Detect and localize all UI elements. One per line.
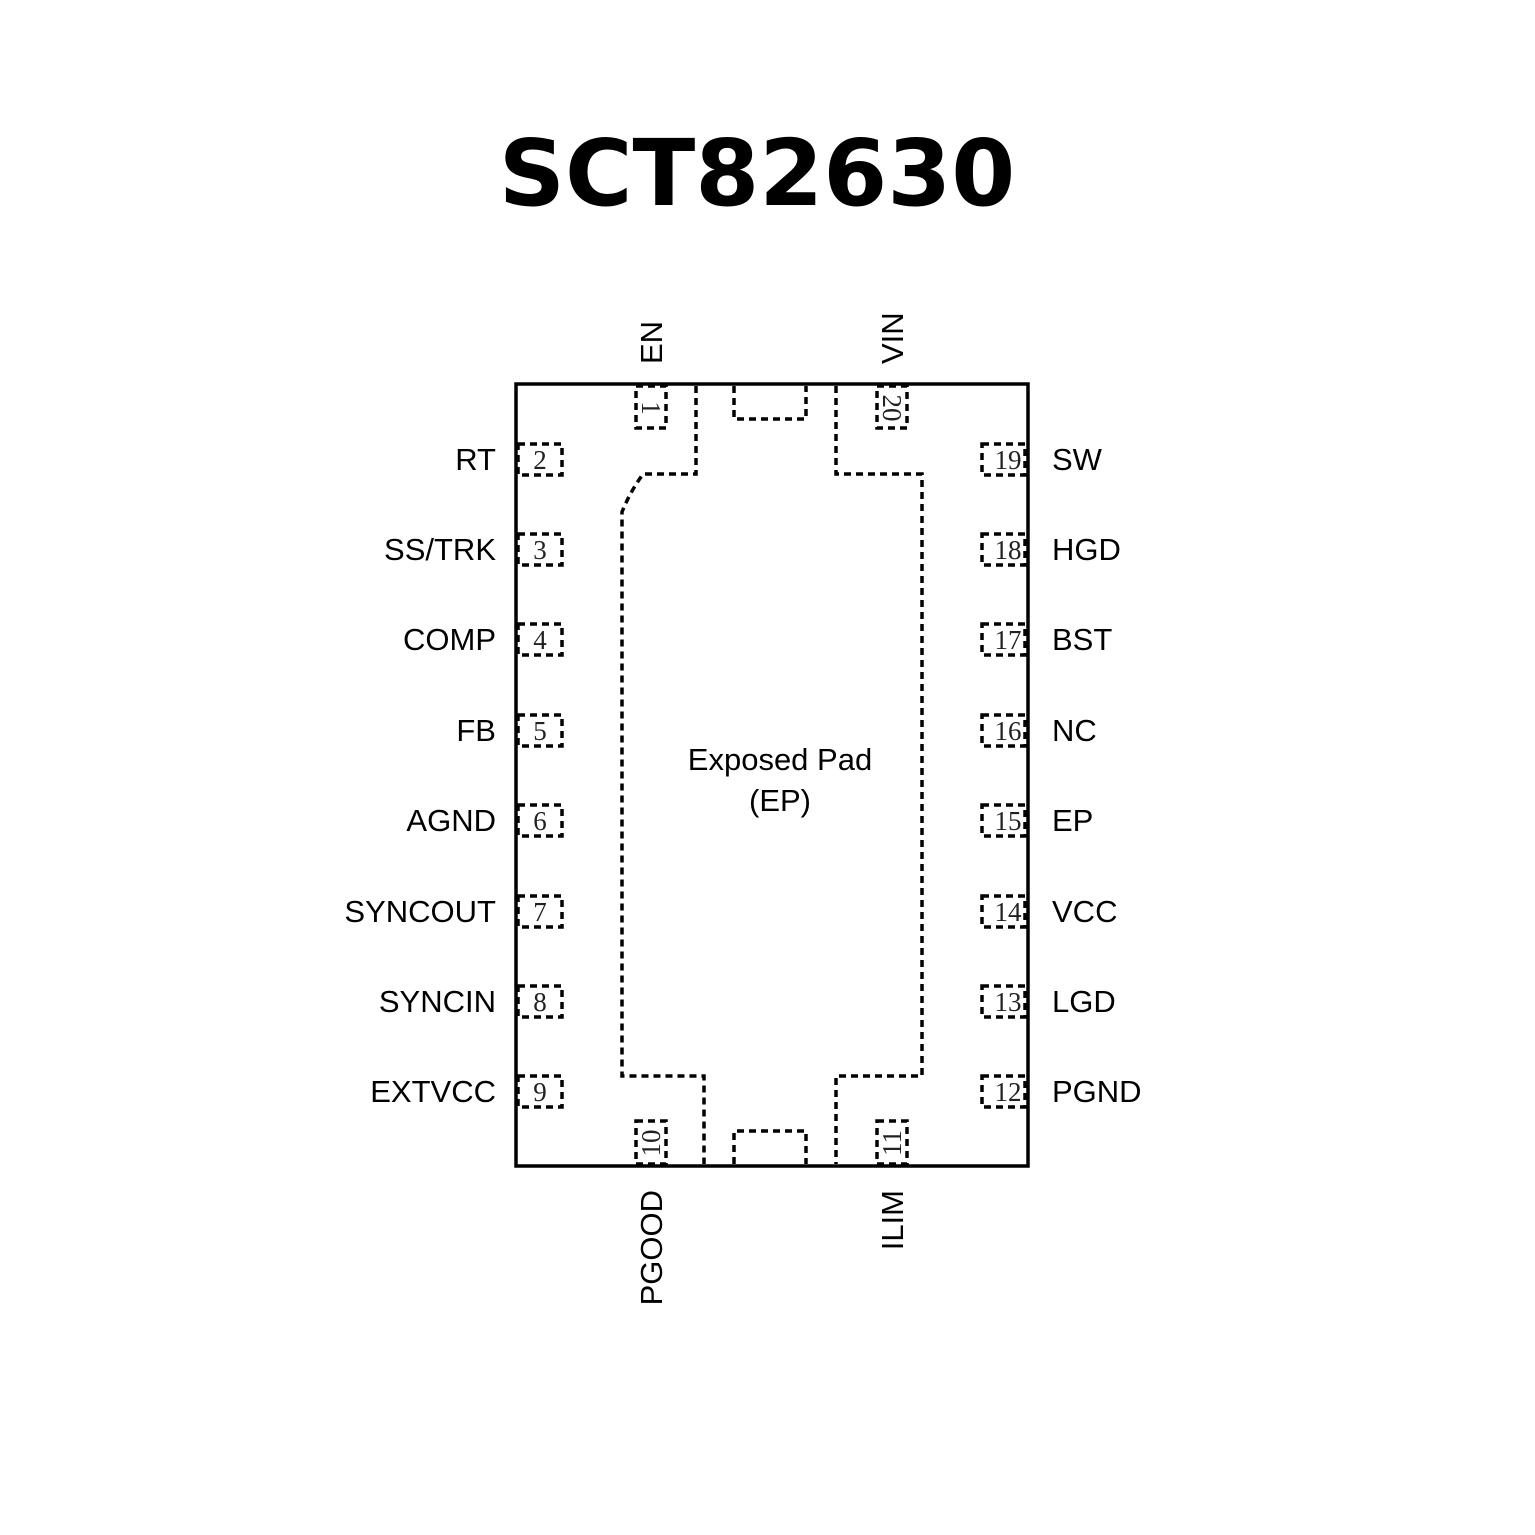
pin-number: 12 <box>995 1077 1022 1107</box>
pin-number: 9 <box>533 1077 547 1107</box>
pin-number: 11 <box>877 1130 907 1156</box>
pins: 2 RT 3 SS/TRK 4 COMP 5 FB 6 AGND 7 SYNCOUT 8 SYNCIN 9 E… <box>344 312 1141 1305</box>
pin-number: 10 <box>636 1130 666 1157</box>
pin-label: BST <box>1052 622 1112 657</box>
pin-number: 18 <box>995 535 1022 565</box>
exposed-pad-label: Exposed Pad <box>688 742 872 777</box>
pin-3: 3 SS/TRK <box>384 532 564 567</box>
pin-number: 20 <box>877 395 907 422</box>
pin-pad <box>634 384 668 430</box>
pin-label: NC <box>1052 713 1097 748</box>
pin-pad <box>516 622 564 657</box>
pin-number: 6 <box>533 806 547 836</box>
pin-number: 5 <box>533 716 547 746</box>
pin-label: SYNCOUT <box>344 894 496 929</box>
pin-pad <box>980 984 1027 1019</box>
pin-pad <box>516 442 564 477</box>
pin-number: 15 <box>995 806 1022 836</box>
pin-pad <box>980 1074 1027 1109</box>
pin-number: 14 <box>995 897 1023 927</box>
pin-pad <box>980 894 1027 929</box>
pin-label: PGOOD <box>634 1190 669 1305</box>
pin-pad <box>516 1074 564 1109</box>
pin-4: 4 COMP <box>403 622 564 657</box>
pin-pad <box>875 384 909 430</box>
pin-17: 17 BST <box>980 622 1112 657</box>
pin-pad <box>875 1119 909 1166</box>
pin-number: 2 <box>533 445 547 475</box>
pin-20: 20 VIN <box>875 312 910 430</box>
exposed-pad-label-ep: (EP) <box>749 783 811 818</box>
pin-13: 13 LGD <box>980 984 1116 1019</box>
pin-label: ILIM <box>875 1190 910 1250</box>
pin-label: EP <box>1052 803 1093 838</box>
pin-pad <box>516 713 564 748</box>
pin-7: 7 SYNCOUT <box>344 894 564 929</box>
top-notch <box>732 386 808 421</box>
pin-label: EXTVCC <box>370 1074 496 1109</box>
pin-label: SS/TRK <box>384 532 496 567</box>
pin-pad <box>516 803 564 838</box>
pin-label: VIN <box>875 312 910 364</box>
pin-16: 16 NC <box>980 713 1097 748</box>
pin-number: 1 <box>636 401 666 415</box>
pin-label: LGD <box>1052 984 1116 1019</box>
pin-2: 2 RT <box>455 442 564 477</box>
pin-label: COMP <box>403 622 496 657</box>
pin-label: HGD <box>1052 532 1121 567</box>
pin-1: 1 EN <box>634 321 669 430</box>
pin-number: 4 <box>533 625 547 655</box>
pin-8: 8 SYNCIN <box>379 984 564 1019</box>
pin-6: 6 AGND <box>406 803 564 838</box>
chip-title: SCT82630 <box>499 120 1016 227</box>
pin-pad <box>634 1119 668 1166</box>
pin-number: 13 <box>995 987 1022 1017</box>
pin-pad <box>516 894 564 929</box>
pin-pad <box>516 532 564 567</box>
pin-number: 7 <box>533 897 547 927</box>
pin-14: 14 VCC <box>980 894 1117 929</box>
pin-pad <box>980 622 1027 657</box>
pin-12: 12 PGND <box>980 1074 1142 1109</box>
pin-9: 9 EXTVCC <box>370 1074 564 1109</box>
pin-label: AGND <box>406 803 496 838</box>
pin-label: VCC <box>1052 894 1117 929</box>
pin-number: 17 <box>995 625 1022 655</box>
pin-number: 3 <box>533 535 547 565</box>
pin-number: 16 <box>995 716 1022 746</box>
exposed-pad-outline-right <box>834 386 924 1164</box>
pin-label: SYNCIN <box>379 984 496 1019</box>
package-outline <box>514 382 1030 1168</box>
pin-label: SW <box>1052 442 1103 477</box>
pin-label: PGND <box>1052 1074 1142 1109</box>
pin-number: 19 <box>995 445 1022 475</box>
bottom-notch <box>732 1129 808 1164</box>
pin-18: 18 HGD <box>980 532 1121 567</box>
pin-label: EN <box>634 321 669 364</box>
pin-number: 8 <box>533 987 547 1017</box>
pin-label: FB <box>456 713 496 748</box>
pin-pad <box>980 713 1027 748</box>
pin-label: RT <box>455 442 496 477</box>
pin-19: 19 SW <box>980 442 1103 477</box>
pin-pad <box>980 532 1027 567</box>
pin-pad <box>980 803 1027 838</box>
pin-5: 5 FB <box>456 713 564 748</box>
pin-pad <box>516 984 564 1019</box>
pin-pad <box>980 442 1027 477</box>
pin-15: 15 EP <box>980 803 1093 838</box>
